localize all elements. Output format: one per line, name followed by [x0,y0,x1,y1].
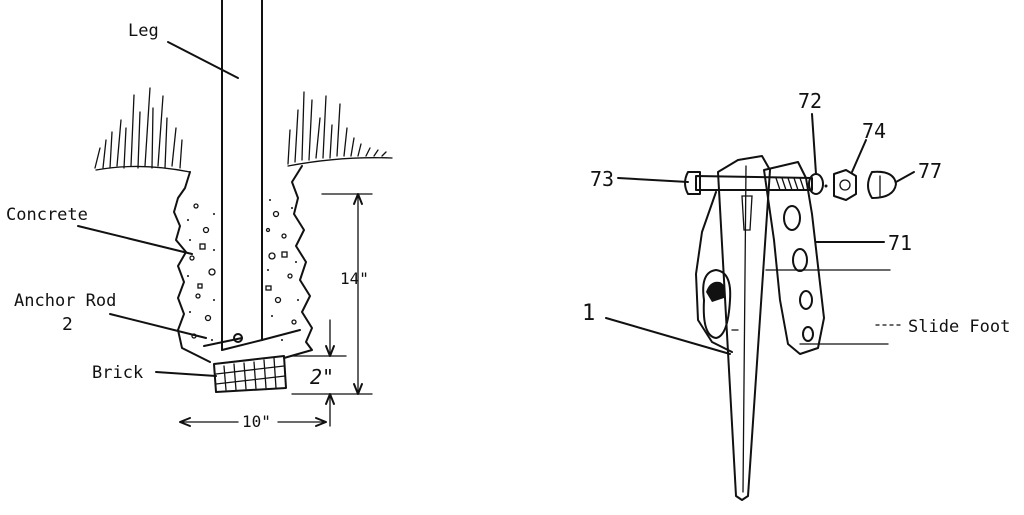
dim-14-arrow-top [353,193,363,205]
spike [717,155,771,501]
slide-foot-figure: 73 72 74 77 71 1 Slide Foot [582,89,1010,501]
callout-74: 74 [862,119,886,143]
grass-left [94,87,191,173]
brick-dimension: 2" [310,365,334,389]
bracket-hole-2 [792,248,808,272]
callout-73: 73 [590,167,614,191]
concrete-right-edge [283,165,313,359]
concrete-leader [77,225,193,255]
bolt [695,175,813,191]
brick-leader [155,371,217,377]
callout-72: 72 [798,89,822,113]
anchor-rod-number: 2 [62,314,73,335]
bracket-hole-3 [799,290,813,310]
callout-77: 77 [918,159,942,183]
brick-hatch [215,357,286,391]
concrete-stipple [187,199,299,341]
callout-1: 1 [582,301,595,326]
dim-2-arrow-bottom [325,393,335,405]
leader-74 [851,139,867,173]
spike-slot [741,195,753,231]
concrete-label: Concrete [6,205,88,225]
leg-leader [167,41,239,79]
concrete-left-edge [173,171,211,363]
bolt-head [684,171,701,195]
brick-label: Brick [92,363,143,383]
foot-plate-oval [702,269,732,339]
leg-bottom [221,329,301,351]
dim-10-arrow-left [179,417,191,427]
nut-hole [839,179,851,191]
leg-label: Leg [128,21,159,41]
anchor-rod [203,337,243,347]
depth-dimension: 14" [340,269,369,288]
dim-2-arrow-top [325,345,335,357]
cap-nut [867,170,897,199]
leader-72 [811,113,817,175]
concrete-speckles [189,203,297,339]
leader-1 [605,317,731,355]
brick [213,355,287,393]
width-dimension: 10" [242,412,271,431]
leader-73 [617,177,689,183]
foot-plate-back [695,191,733,353]
dim-10-arrow-right [315,417,327,427]
foot-plate-oval-fill [706,281,726,302]
bolt-thread [775,177,805,191]
dim-14-arrow-bottom [353,383,363,395]
grass-right [287,91,393,167]
bracket-hole-4 [802,326,814,342]
anchor-rod-head [233,333,243,343]
front-bracket [763,161,825,355]
anchor-rod-leader [109,313,207,339]
spike-center [742,165,747,493]
slide-foot-label: Slide Foot [908,317,1010,337]
bracket-hole-1 [783,205,801,231]
leader-77 [895,171,915,183]
anchor-rod-label: Anchor Rod [14,291,116,311]
leg-footing-figure: Leg Concrete Anchor Rod 2 Brick 14" 2" 1… [6,0,393,431]
callout-71: 71 [888,231,912,255]
nut [833,169,857,201]
